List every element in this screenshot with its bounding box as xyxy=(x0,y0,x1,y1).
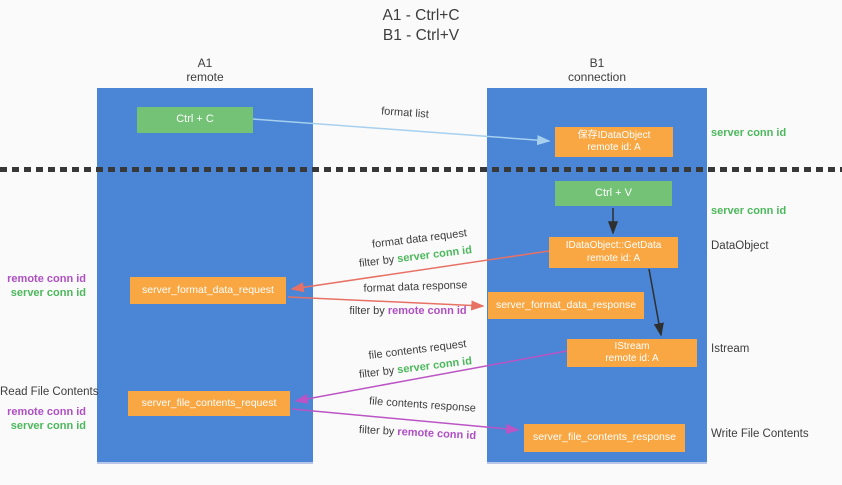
node-ctrl-c: Ctrl + C xyxy=(137,107,253,133)
node-server-file-contents-request: server_file_contents_request xyxy=(128,391,290,416)
label-format-list: format list xyxy=(380,105,430,121)
label-right-server-conn-id-1: server conn id xyxy=(711,127,787,139)
node-file-response-label: server_file_contents_response xyxy=(532,431,676,444)
node-server-format-data-request: server_format_data_request xyxy=(130,277,286,304)
filter-prefix: filter by xyxy=(349,305,385,317)
node-getdata-line2: remote id: A xyxy=(586,252,641,264)
node-idataobject-getdata: IDataObject::GetData remote id: A xyxy=(549,237,678,268)
filter-prefix: filter by xyxy=(358,364,396,381)
filter-prefix: filter by xyxy=(358,253,396,270)
label-read-file-contents: Read File Contents xyxy=(0,386,99,398)
node-save-idataobject-line2: remote id: A xyxy=(587,142,641,153)
node-format-response-label: server_format_data_response xyxy=(495,298,637,311)
node-format-request-label: server_format_data_request xyxy=(142,283,274,296)
label-right-server-conn-id-2: server conn id xyxy=(711,205,787,217)
label-file-contents-response: file contents response xyxy=(368,395,477,415)
lane-a1-subtitle: remote xyxy=(186,70,224,84)
title-line-2: B1 - Ctrl+V xyxy=(382,27,460,44)
label-dataobject: DataObject xyxy=(711,240,769,252)
machine-boundary-dotted-line xyxy=(0,167,842,172)
filter-prefix: filter by xyxy=(358,423,395,438)
node-getdata-line1: IDataObject::GetData xyxy=(565,240,662,251)
diagram-title: A1 - Ctrl+C B1 - Ctrl+V xyxy=(0,6,842,46)
filter-key-server-conn-id: server conn id xyxy=(396,244,473,266)
title-line-1: A1 - Ctrl+C xyxy=(382,7,460,24)
node-save-idataobject: 保存IDataObject remote id: A xyxy=(555,127,673,157)
lane-header-b1-connection: B1 connection xyxy=(487,56,707,84)
label-format-data-response: format data response xyxy=(363,279,468,295)
lane-a1-title: A1 xyxy=(197,56,213,70)
node-ctrl-v: Ctrl + V xyxy=(555,181,672,206)
node-istream-line1: IStream xyxy=(614,340,650,352)
filter-key-remote-conn-id: remote conn id xyxy=(387,305,467,317)
node-istream: IStream remote id: A xyxy=(567,339,697,367)
label-istream: Istream xyxy=(711,343,750,355)
lane-b1-subtitle: connection xyxy=(567,70,627,84)
label-left-server-conn-id-1: server conn id xyxy=(10,287,86,299)
node-save-idataobject-line1: 保存IDataObject xyxy=(577,129,651,141)
node-file-request-label: server_file_contents_request xyxy=(141,396,277,409)
label-left-remote-conn-id-2: remote conn id xyxy=(7,406,86,418)
node-server-file-contents-response: server_file_contents_response xyxy=(524,424,685,452)
label-write-file-contents: Write File Contents xyxy=(711,428,809,440)
filter-key-remote-conn-id: remote conn id xyxy=(397,425,477,443)
node-server-format-data-response: server_format_data_response xyxy=(488,292,644,319)
filter-key-server-conn-id: server conn id xyxy=(396,355,473,377)
node-ctrl-c-label: Ctrl + C xyxy=(176,113,214,126)
lane-header-a1-remote: A1 remote xyxy=(97,56,313,84)
node-ctrl-v-label: Ctrl + V xyxy=(595,186,632,199)
label-left-server-conn-id-2: server conn id xyxy=(10,420,86,432)
node-istream-line2: remote id: A xyxy=(605,353,659,364)
label-left-remote-conn-id-1: remote conn id xyxy=(7,273,86,285)
lane-b1-title: B1 xyxy=(589,56,605,70)
